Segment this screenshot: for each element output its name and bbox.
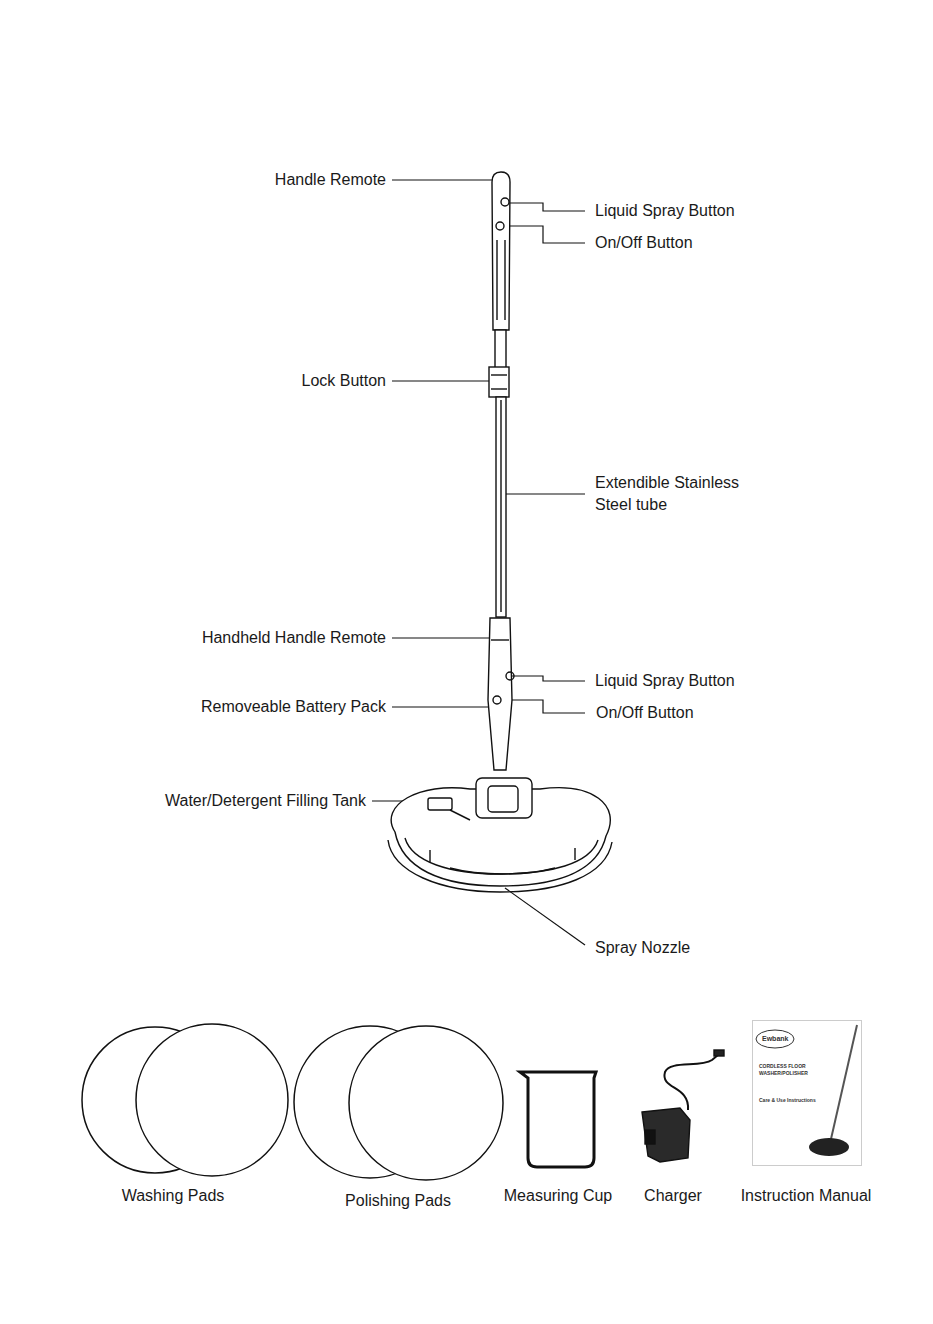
part-label: Washing Pads bbox=[93, 1185, 253, 1207]
part-label: Polishing Pads bbox=[318, 1190, 478, 1212]
part-label: Liquid Spray Button bbox=[595, 670, 775, 692]
part-label: Lock Button bbox=[266, 370, 386, 392]
part-label: Liquid Spray Button bbox=[595, 200, 775, 222]
part-label: Handle Remote bbox=[266, 169, 386, 191]
manual-cover: EwbankCORDLESS FLOOR WASHER/POLISHER Care… bbox=[752, 1020, 862, 1166]
floor-polisher-drawing bbox=[388, 172, 612, 892]
part-label: Instruction Manual bbox=[721, 1185, 891, 1207]
part-label: Handheld Handle Remote bbox=[180, 627, 386, 649]
part-label: Charger bbox=[613, 1185, 733, 1207]
manual-text: Care & Use Instructions bbox=[759, 1097, 819, 1104]
part-label: On/Off Button bbox=[596, 702, 756, 724]
part-label: On/Off Button bbox=[595, 232, 755, 254]
pads bbox=[82, 1024, 503, 1180]
part-label: Extendible Stainless Steel tube bbox=[595, 472, 760, 516]
manual-mop-thumbnail bbox=[753, 1021, 862, 1166]
manual-text: Ewbank bbox=[762, 1035, 802, 1042]
charger-drawing bbox=[642, 1050, 724, 1162]
part-label: Measuring Cup bbox=[488, 1185, 628, 1207]
manual-text: CORDLESS FLOOR WASHER/POLISHER bbox=[759, 1063, 819, 1077]
part-label: Spray Nozzle bbox=[595, 937, 755, 959]
measuring-cup bbox=[520, 1072, 596, 1167]
part-label: Removeable Battery Pack bbox=[180, 696, 386, 718]
part-label: Water/Detergent Filling Tank bbox=[130, 790, 366, 812]
